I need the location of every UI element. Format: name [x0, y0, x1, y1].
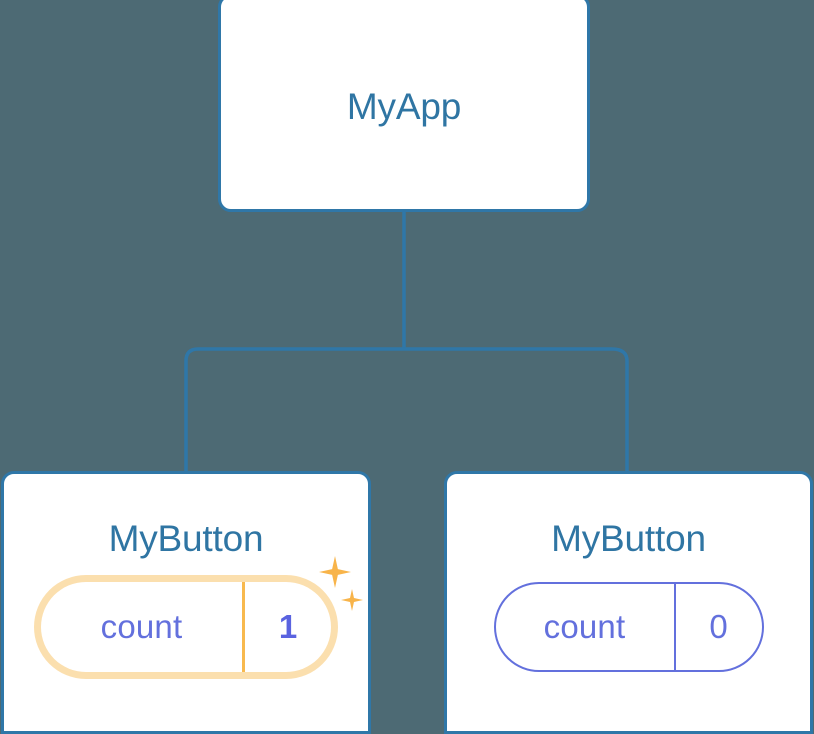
node-card-child-1[interactable]: MyButton count 0	[444, 471, 813, 734]
state-pill-child-1[interactable]: count 0	[493, 582, 764, 672]
node-title-child-1: MyButton	[551, 518, 706, 559]
state-pill-child-0[interactable]: count 1	[41, 582, 331, 672]
state-value-child-0: 1	[278, 608, 298, 645]
sparkle-small-icon	[341, 589, 363, 611]
node-card-root[interactable]: MyApp	[218, 0, 590, 212]
state-value-child-1: 0	[709, 608, 728, 645]
state-pill-divider-child-1	[673, 584, 676, 670]
state-pill-wrapper-child-0: count 1	[41, 556, 363, 672]
state-pill-divider-child-0	[242, 582, 245, 672]
state-pill-wrapper-child-1: count 0	[493, 582, 764, 672]
node-title-root: MyApp	[346, 85, 462, 127]
state-key-child-1: count	[543, 608, 626, 645]
node-card-child-0[interactable]: MyButton count 1	[1, 471, 371, 734]
node-title-child-0: MyButton	[108, 518, 264, 559]
connector-branch-bus	[184, 347, 629, 471]
state-key-child-0: count	[100, 608, 183, 645]
